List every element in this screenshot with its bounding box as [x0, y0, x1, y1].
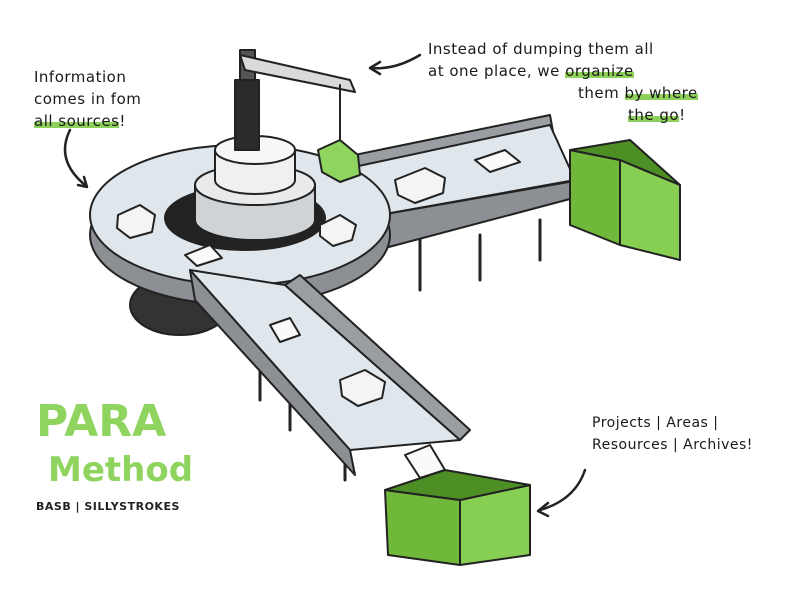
sorting-tower: [194, 49, 356, 241]
note-top-line2: at one place, we: [428, 62, 566, 80]
note-left: Information comes in fom all sources!: [34, 66, 141, 132]
note-top-highlight-where: by where: [624, 84, 698, 102]
packages: [116, 139, 521, 479]
credit-text: BASB | SILLYSTROKES: [36, 500, 180, 513]
note-top-line3: them: [578, 84, 625, 102]
note-bottom-line2: Resources | Archives!: [592, 437, 753, 453]
bin-right: [569, 139, 681, 261]
note-left-highlight: all sources: [34, 112, 120, 130]
note-top-highlight-go: the go: [628, 106, 680, 124]
note-top-line1: Instead of dumping them all: [428, 40, 654, 58]
bin-bottom: [384, 469, 531, 566]
note-bottom: Projects | Areas | Resources | Archives!: [592, 412, 753, 456]
note-top-end: !: [679, 106, 686, 124]
note-bottom-line1: Projects | Areas |: [592, 415, 719, 431]
note-left-end: !: [119, 112, 126, 130]
title-para: PARA: [36, 396, 167, 447]
note-top: Instead of dumping them all at one place…: [428, 38, 698, 126]
note-top-highlight-organize: organize: [565, 62, 634, 80]
title-method: Method: [48, 450, 194, 490]
arrows: [63, 53, 587, 518]
note-left-line2: comes in fom: [34, 90, 142, 108]
note-left-line1: Information: [34, 68, 127, 86]
